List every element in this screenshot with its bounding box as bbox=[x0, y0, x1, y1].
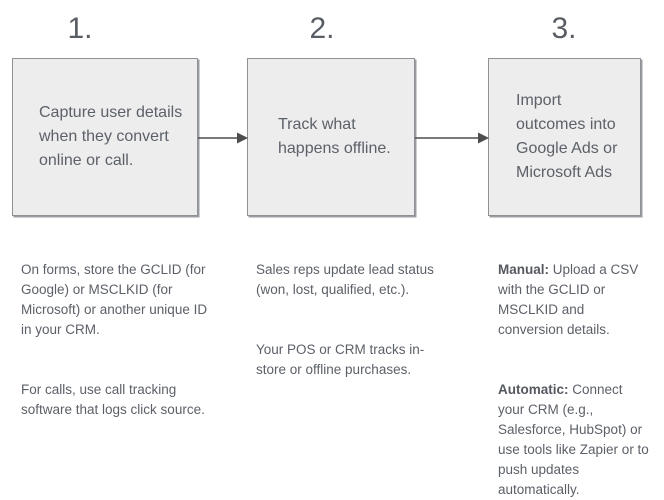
arrow-right-icon-step1-to-step2 bbox=[198, 131, 249, 145]
step-number-3: 3. bbox=[551, 12, 577, 45]
step-2-paragraph-2-body: Your POS or CRM tracks in-store or offli… bbox=[256, 342, 425, 377]
step-1-paragraph-2: For calls, use call tracking software th… bbox=[21, 360, 221, 420]
step-1-description: On forms, store the GCLID (for Google) o… bbox=[21, 240, 221, 420]
step-3-paragraph-1: Manual: Upload a CSV with the GCLID or M… bbox=[498, 240, 650, 340]
step-number-1: 1. bbox=[67, 12, 93, 45]
step-2-paragraph-1-body: Sales reps update lead status (won, lost… bbox=[256, 262, 434, 297]
step-1-paragraph-2-body: For calls, use call tracking software th… bbox=[21, 382, 205, 417]
step-box-2: Track what happens offline. bbox=[247, 58, 415, 216]
step-number-2: 2. bbox=[309, 12, 335, 45]
step-1-paragraph-1-body: On forms, store the GCLID (for Google) o… bbox=[21, 262, 208, 337]
step-3-description: Manual: Upload a CSV with the GCLID or M… bbox=[498, 240, 650, 500]
step-box-1-label: Capture user details when they convert o… bbox=[39, 104, 183, 169]
step-3-paragraph-1-lead: Manual: bbox=[498, 262, 550, 277]
step-1-paragraph-1: On forms, store the GCLID (for Google) o… bbox=[21, 240, 221, 340]
step-box-3: Import outcomes into Google Ads or Micro… bbox=[488, 58, 641, 216]
step-3-paragraph-2-lead: Automatic: bbox=[498, 382, 569, 397]
step-2-paragraph-2: Your POS or CRM tracks in-store or offli… bbox=[256, 320, 446, 380]
step-2-paragraph-1: Sales reps update lead status (won, lost… bbox=[256, 240, 446, 300]
step-box-1: Capture user details when they convert o… bbox=[12, 58, 198, 216]
step-3-paragraph-1-body: Upload a CSV with the GCLID or MSCLKID a… bbox=[498, 262, 639, 337]
step-2-description: Sales reps update lead status (won, lost… bbox=[256, 240, 446, 380]
process-flow-diagram: 1. 2. 3. Capture user details when they … bbox=[12, 12, 649, 497]
step-box-2-label: Track what happens offline. bbox=[278, 116, 391, 157]
arrow-right-icon-step2-to-step3 bbox=[415, 131, 490, 145]
step-3-paragraph-2: Automatic: Connect your CRM (e.g., Sales… bbox=[498, 360, 650, 500]
step-box-3-label: Import outcomes into Google Ads or Micro… bbox=[516, 92, 618, 181]
